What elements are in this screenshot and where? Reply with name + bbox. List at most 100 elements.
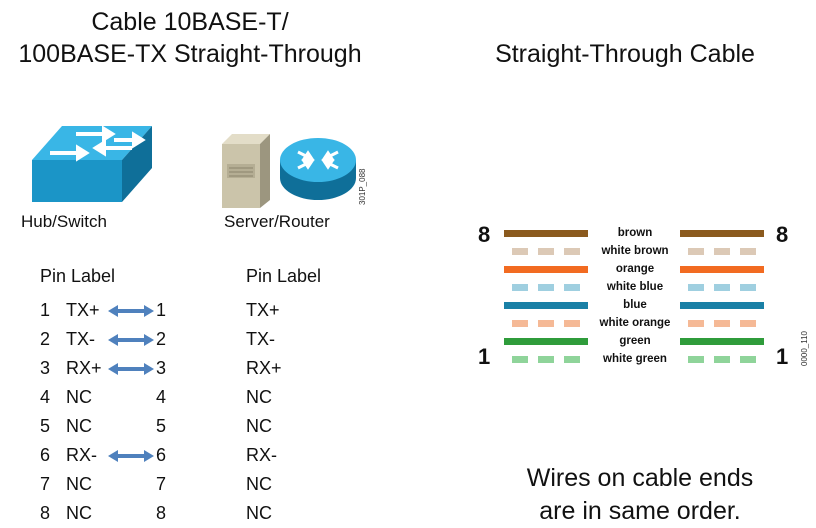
pin-number-right: 5: [156, 416, 167, 436]
pin-signal-right: TX+: [246, 300, 280, 320]
wire-label: white orange: [599, 317, 671, 329]
pin-number: 2: [40, 329, 51, 349]
server-router-label: Server/Router: [224, 212, 330, 231]
pin-number: 5: [40, 416, 51, 436]
wire-right-dash: [688, 248, 704, 255]
pin-row: 5 NC 5 NC: [0, 412, 340, 441]
hub-switch-label: Hub/Switch: [21, 212, 107, 231]
wire-left-dash: [538, 248, 554, 255]
double-arrow-icon: [108, 363, 154, 375]
pin-row: 8 NC 8 NC: [0, 499, 340, 528]
pin-number: 7: [40, 474, 51, 494]
pin-row: 6 RX- 6 RX-: [0, 441, 340, 470]
pin-number: 3: [40, 358, 51, 378]
wire-label: white brown: [601, 245, 669, 257]
server-router-icon: [222, 134, 356, 208]
wire-left-dash: [512, 320, 528, 327]
pin-number-right: 6: [156, 445, 167, 465]
wire-left-dash: [564, 356, 580, 363]
pin-signal-left: TX-: [66, 329, 95, 349]
pin-row: 1 TX+ 1 TX+: [0, 296, 340, 325]
wire-right-dash: [740, 320, 756, 327]
cable-end-top-right: 8: [776, 222, 789, 247]
photo-id-label: 301P_088: [358, 168, 367, 205]
wire-left-solid: [504, 230, 588, 237]
wire-left-dash: [564, 320, 580, 327]
wire-label: white blue: [606, 281, 664, 293]
right-title: Straight-Through Cable: [495, 40, 755, 68]
wire-left-solid: [504, 338, 588, 345]
double-arrow-icon: [108, 450, 154, 462]
wire-right-dash: [688, 284, 704, 291]
wire-right-dash: [714, 320, 730, 327]
cable-end-bottom-left: 1: [478, 344, 491, 369]
left-title: Cable 10BASE-T/ 100BASE-TX Straight-Thro…: [0, 6, 380, 70]
pin-row: 3 RX+ 3 RX+: [0, 354, 340, 383]
pin-number-right: 8: [156, 503, 167, 523]
wire-label: white green: [603, 353, 667, 365]
wire-left-dash: [538, 284, 554, 291]
pin-signal-right: NC: [246, 474, 272, 494]
pin-signal-left: RX+: [66, 358, 102, 378]
wire-right-dash: [688, 356, 704, 363]
wire-right-solid: [680, 230, 764, 237]
left-title-line2: 100BASE-TX Straight-Through: [18, 40, 362, 68]
pin-number-right: 2: [156, 329, 167, 349]
pin-signal-left: RX-: [66, 445, 97, 465]
pin-signal-left: NC: [66, 503, 92, 523]
wire-right-dash: [740, 248, 756, 255]
pin-number: 4: [40, 387, 51, 407]
left-pin-header: Pin Label: [40, 266, 116, 286]
wire-right-dash: [714, 284, 730, 291]
wire-left-dash: [538, 320, 554, 327]
pin-signal-right: RX-: [246, 445, 277, 465]
wire-label: blue: [623, 299, 647, 311]
pin-number-right: 3: [156, 358, 167, 378]
cable-end-top-left: 8: [478, 222, 491, 247]
wire-right-solid: [680, 338, 764, 345]
pin-signal-right: TX-: [246, 329, 275, 349]
wire-left-dash: [512, 248, 528, 255]
wire-right-dash: [688, 320, 704, 327]
pin-number-right: 7: [156, 474, 167, 494]
pin-number: 1: [40, 300, 51, 320]
wire-right-dash: [740, 356, 756, 363]
pin-signal-left: NC: [66, 387, 92, 407]
wire-right-dash: [714, 356, 730, 363]
double-arrow-icon: [108, 334, 154, 346]
pin-number-right: 1: [156, 300, 167, 320]
diagram-id-label: 0000_110: [800, 331, 809, 366]
right-pin-header: Pin Label: [246, 266, 322, 286]
wire-left-solid: [504, 302, 588, 309]
wire-left-dash: [538, 356, 554, 363]
double-arrow-icon: [108, 305, 154, 317]
pin-row: 4 NC 4 NC: [0, 383, 340, 412]
pin-signal-right: NC: [246, 387, 272, 407]
wire-left-dash: [512, 356, 528, 363]
wire-label: green: [619, 335, 651, 347]
wire-left-dash: [512, 284, 528, 291]
pin-signal-right: RX+: [246, 358, 282, 378]
wire-right-solid: [680, 266, 764, 273]
pin-signal-right: NC: [246, 416, 272, 436]
wire-label: orange: [615, 263, 655, 275]
pin-number: 8: [40, 503, 51, 523]
pin-row: 7 NC 7 NC: [0, 470, 340, 499]
wire-left-dash: [564, 284, 580, 291]
pin-signal-left: NC: [66, 416, 92, 436]
pin-signal-left: TX+: [66, 300, 100, 320]
cable-note: Wires on cable ends are in same order.: [470, 462, 810, 528]
left-title-line1: Cable 10BASE-T/: [91, 8, 289, 36]
wire-left-dash: [564, 248, 580, 255]
wire-right-solid: [680, 302, 764, 309]
cable-end-bottom-right: 1: [776, 344, 789, 369]
wire-left-solid: [504, 266, 588, 273]
pin-row: 2 TX- 2 TX-: [0, 325, 340, 354]
wire-right-dash: [740, 284, 756, 291]
wire-label: brown: [617, 227, 653, 239]
pin-signal-left: NC: [66, 474, 92, 494]
pin-number: 6: [40, 445, 51, 465]
pin-number-right: 4: [156, 387, 167, 407]
wire-right-dash: [714, 248, 730, 255]
pin-signal-right: NC: [246, 503, 272, 523]
